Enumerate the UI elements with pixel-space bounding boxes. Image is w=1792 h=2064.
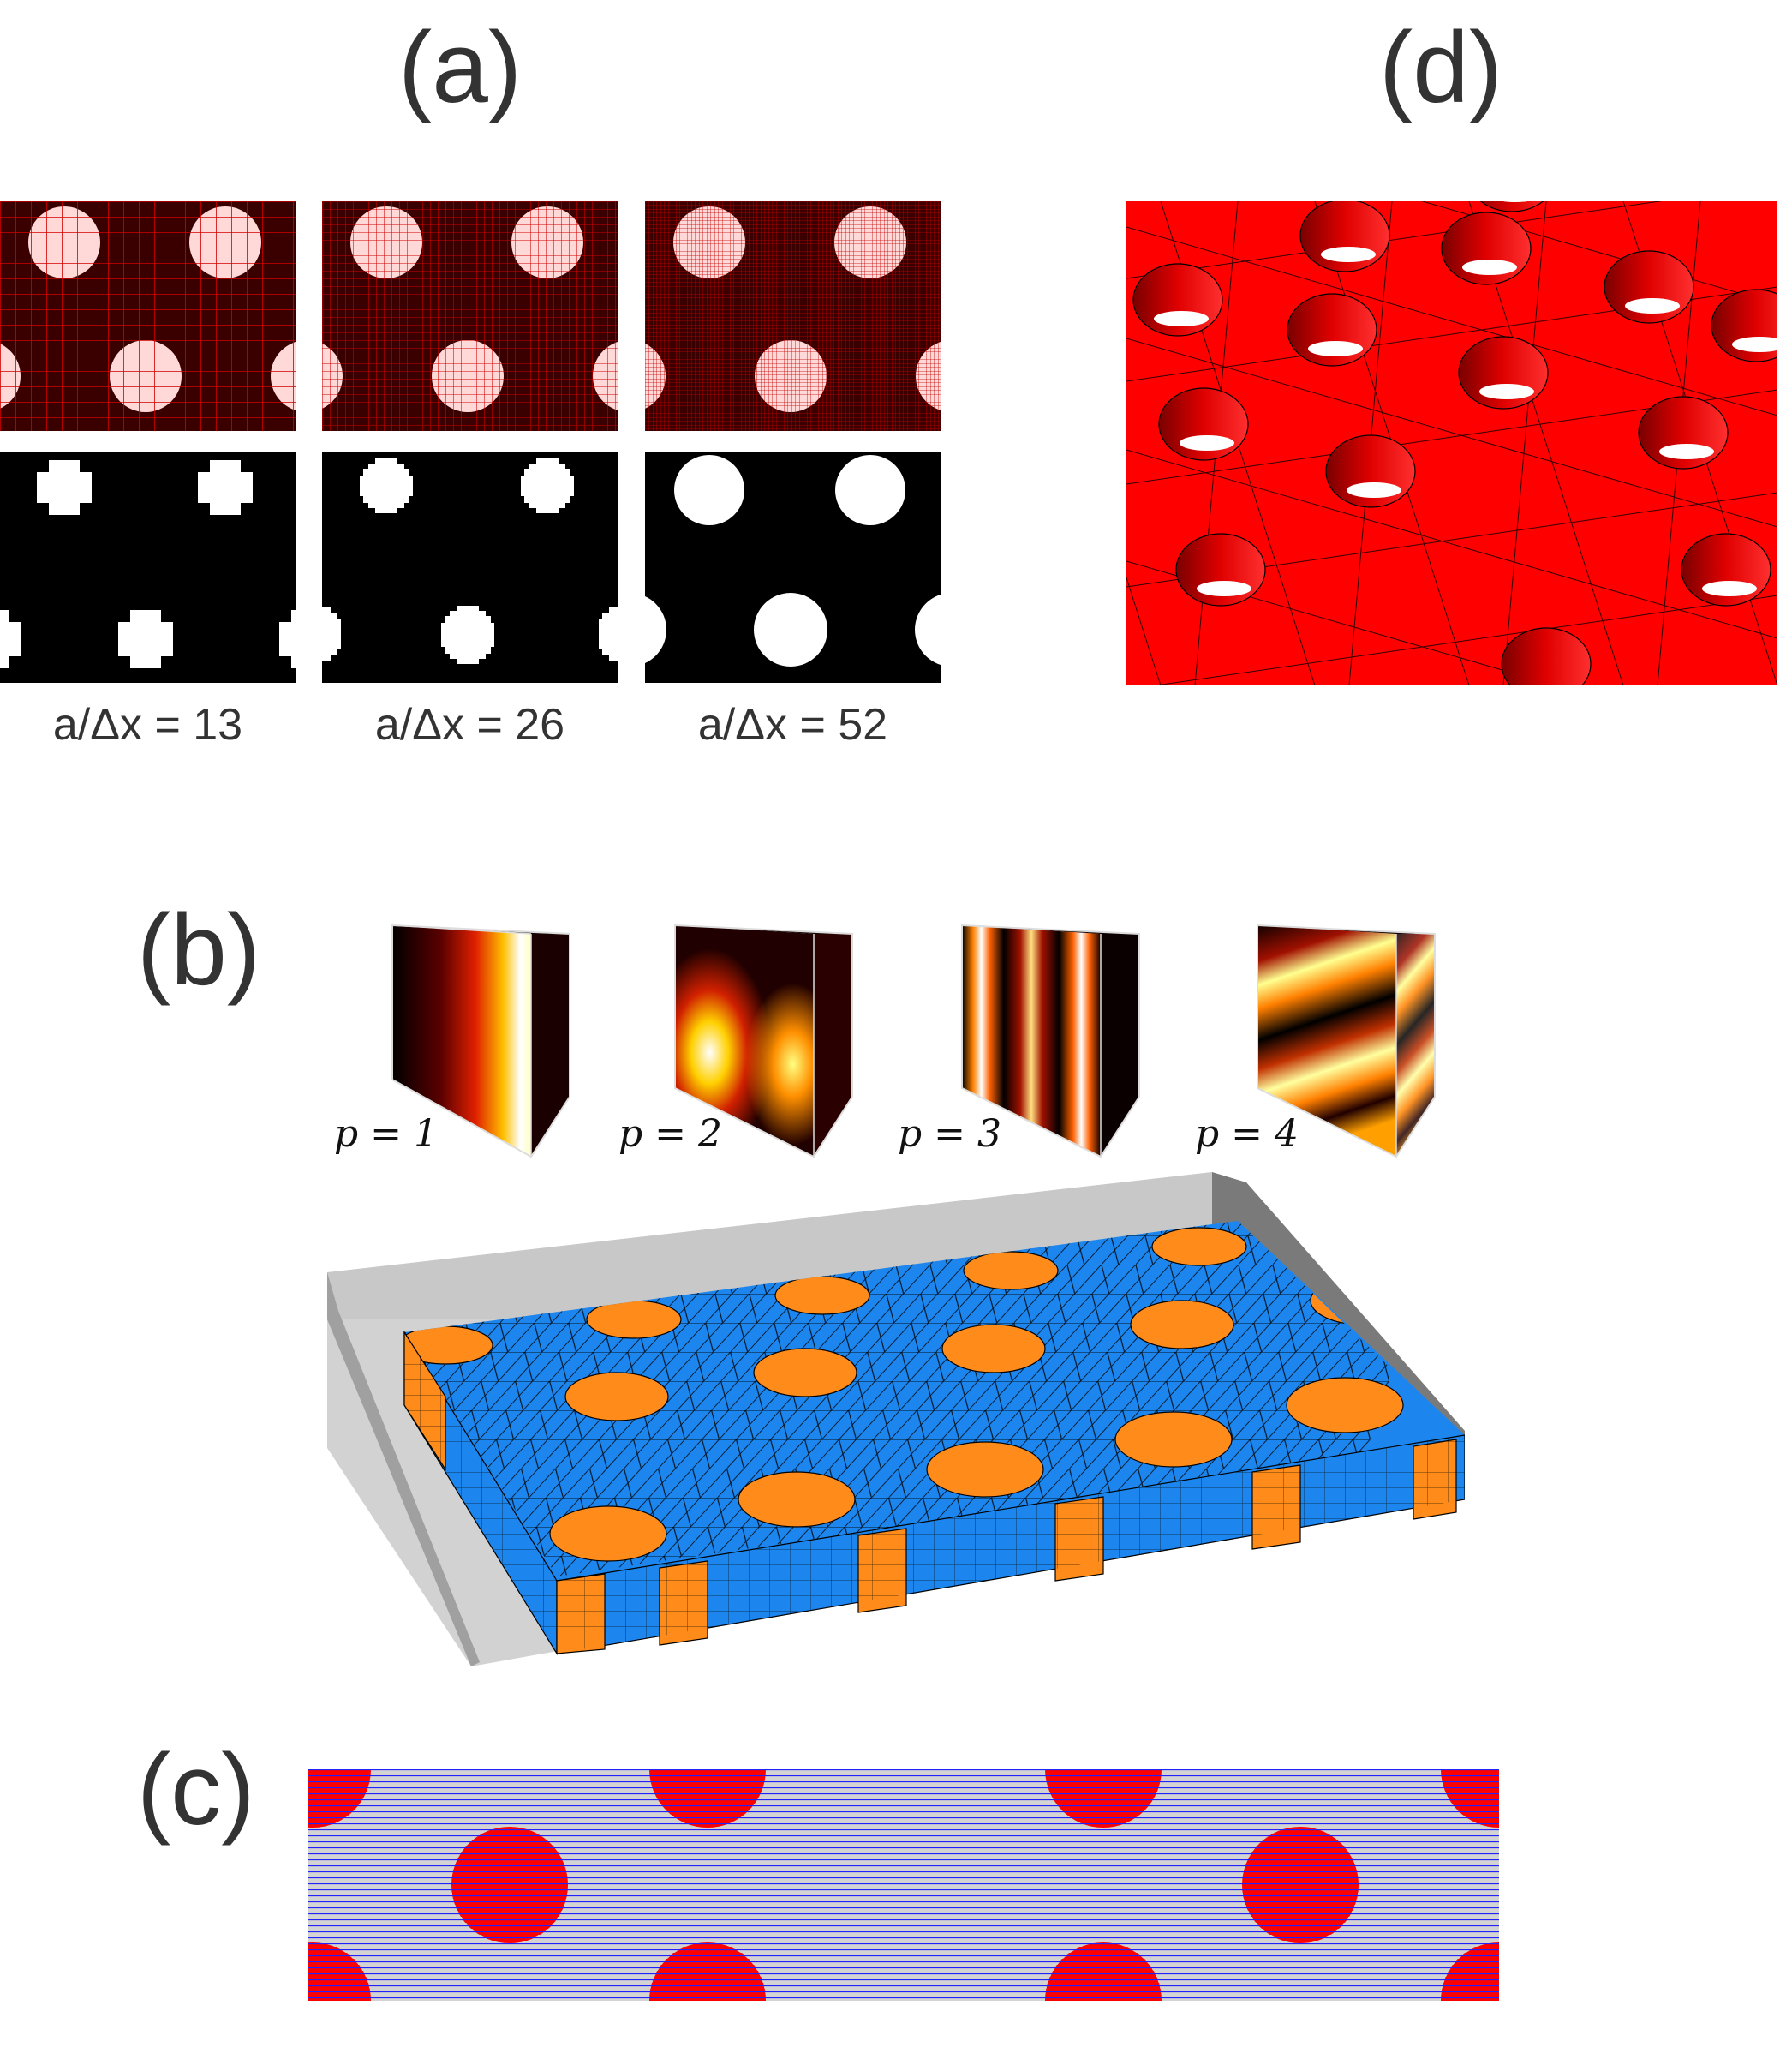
basis-label-p4: p = 4 — [1195, 1112, 1299, 1156]
resolution-label-13: a/Δx = 13 — [52, 700, 243, 750]
basis-label-p3: p = 3 — [898, 1112, 1001, 1156]
panel-d-label: (d) — [1379, 11, 1503, 124]
resolution-label-26: a/Δx = 26 — [374, 700, 565, 750]
panel-a-label: (a) — [398, 11, 523, 124]
panel-a-binary-13 — [0, 452, 296, 683]
panel-d-holes — [1132, 201, 1777, 685]
panel-a-binary-52 — [645, 452, 941, 683]
panel-a-grid-26 — [322, 201, 618, 431]
panel-a-grid-13 — [0, 201, 296, 431]
panel-b-prism-p4 — [1257, 924, 1436, 1158]
panel-b-slab — [327, 1172, 1465, 1666]
panel-d-surface — [1126, 201, 1777, 685]
resolution-label-52: a/Δx = 52 — [697, 700, 888, 750]
panel-b-label: (b) — [137, 894, 261, 1007]
panel-b-prism-p1 — [391, 924, 570, 1158]
panel-b-prism-p2 — [674, 924, 853, 1158]
basis-label-p1: p = 1 — [334, 1112, 438, 1156]
panel-c-cross-section — [308, 1769, 1499, 2001]
basis-label-p2: p = 2 — [618, 1112, 722, 1156]
panel-c-label: (c) — [137, 1733, 255, 1846]
panel-a-binary-26 — [322, 452, 618, 683]
panel-b-prism-p3 — [961, 924, 1140, 1158]
panel-a-grid-52 — [645, 201, 941, 431]
